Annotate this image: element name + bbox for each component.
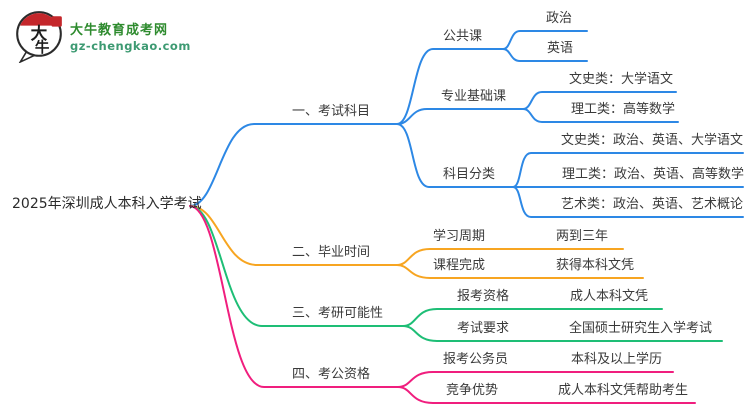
logo-red-cap — [19, 13, 59, 26]
node-study-period[interactable]: 学习周期 — [433, 229, 486, 244]
node-application-qualification[interactable]: 报考资格 — [457, 289, 510, 304]
connector-root-to-postgrad — [189, 205, 404, 327]
branch-graduation-time[interactable]: 二、毕业时间 — [292, 245, 371, 260]
node-bachelor-or-above[interactable]: 本科及以上学历 — [571, 352, 663, 367]
logo-text-block: 大牛教育成考网 gz-chengkao.com — [70, 19, 191, 53]
node-apply-civil-servant[interactable]: 报考公务员 — [443, 352, 509, 367]
node-diploma-helps-candidates[interactable]: 成人本科文凭帮助考生 — [558, 383, 689, 398]
node-adult-bachelor-diploma[interactable]: 成人本科文凭 — [570, 289, 649, 304]
node-exam-requirement[interactable]: 考试要求 — [457, 321, 510, 336]
daniu-logo-icon: 大 牛 — [16, 11, 62, 63]
underline-study-period — [396, 248, 624, 266]
logo-seal — [51, 16, 62, 27]
node-science-subjects[interactable]: 理工类：政治、英语、高等数学 — [562, 167, 745, 182]
underline-english — [502, 48, 588, 62]
site-logo: 大 牛 大牛教育成考网 gz-chengkao.com — [14, 9, 191, 63]
connector-root-to-exam-subjects — [189, 123, 398, 207]
underline-arts-subjects — [512, 186, 744, 218]
node-liberal-arts-college-chinese[interactable]: 文史类：大学语文 — [569, 72, 674, 87]
connector-exam-subjects-to-public-courses — [396, 48, 504, 125]
underline-liberal-arts-subjects — [512, 152, 744, 188]
underline-politics — [502, 30, 588, 50]
logo-site-url: gz-chengkao.com — [70, 39, 191, 53]
branch-exam-subjects[interactable]: 一、考试科目 — [292, 104, 371, 119]
node-english[interactable]: 英语 — [547, 41, 574, 56]
underline-competitive-advantage — [397, 386, 696, 404]
node-science-advanced-math[interactable]: 理工类：高等数学 — [571, 102, 676, 117]
node-public-courses[interactable]: 公共课 — [443, 29, 483, 44]
node-national-postgrad-exam[interactable]: 全国硕士研究生入学考试 — [569, 321, 713, 336]
branch-civil-service-qualification[interactable]: 四、考公资格 — [292, 367, 371, 382]
node-competitive-advantage[interactable]: 竞争优势 — [446, 383, 499, 398]
underline-liberal-arts-college-chinese — [522, 91, 677, 110]
node-course-completion[interactable]: 课程完成 — [433, 258, 486, 273]
node-two-to-three-years[interactable]: 两到三年 — [556, 229, 609, 244]
connector-exam-subjects-to-subject-classification — [396, 123, 514, 188]
connector-root-to-graduation-time — [189, 205, 398, 266]
underline-application-qualification — [402, 308, 663, 327]
node-professional-basic-courses[interactable]: 专业基础课 — [441, 89, 507, 104]
node-politics[interactable]: 政治 — [546, 11, 573, 26]
node-arts-subjects[interactable]: 艺术类：政治、英语、艺术概论 — [561, 197, 744, 212]
connector-exam-subjects-to-professional-basic — [396, 108, 524, 125]
underline-exam-requirement — [402, 325, 723, 342]
underline-science-advanced-math — [522, 108, 679, 123]
node-liberal-arts-subjects[interactable]: 文史类：政治、英语、大学语文 — [561, 133, 744, 148]
logo-char-top: 大 — [31, 23, 48, 43]
root-node[interactable]: 2025年深圳成人本科入学考试 — [12, 196, 202, 212]
underline-course-completion — [396, 264, 644, 279]
branch-postgrad-possibility[interactable]: 三、考研可能性 — [292, 306, 384, 321]
connector-root-to-civil-service — [189, 205, 399, 388]
node-subject-classification[interactable]: 科目分类 — [443, 167, 496, 182]
logo-char-bottom: 牛 — [35, 39, 50, 57]
node-obtain-bachelor-diploma[interactable]: 获得本科文凭 — [556, 258, 635, 273]
logo-site-title: 大牛教育成考网 — [70, 23, 169, 38]
